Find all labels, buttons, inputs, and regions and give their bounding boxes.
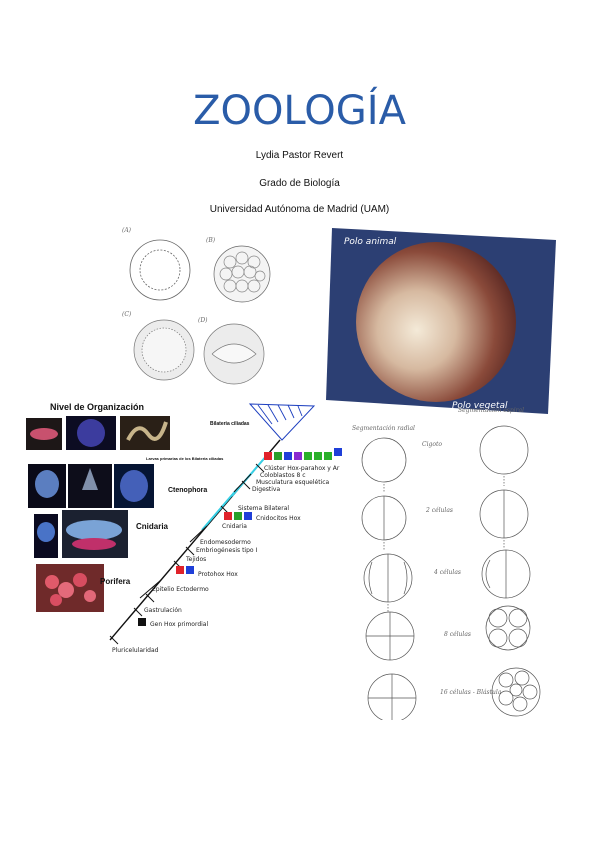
character-label: Gastrulación xyxy=(144,607,182,614)
document-title: ZOOLOGÍA xyxy=(193,88,406,134)
phylogeny-character-labels: Clúster Hox-parahox y Ar Coloblastos 8 c… xyxy=(112,465,340,654)
character-label: Digestiva xyxy=(252,486,280,493)
character-label: Epitelio Ectodermo xyxy=(152,586,209,593)
degree-name: Grado de Biología xyxy=(259,178,340,189)
organism-photo-row-2 xyxy=(28,464,154,508)
blastula-b-drawing xyxy=(213,245,271,303)
hox-primordial-box xyxy=(138,618,146,626)
character-label: Endomesodermo xyxy=(200,539,251,546)
panel-c-label: (C) xyxy=(122,311,132,318)
university-name: Universidad Autónoma de Madrid (UAM) xyxy=(209,204,390,215)
hox-cluster-boxes-lower xyxy=(176,566,194,574)
organism-photo-row-4 xyxy=(36,564,104,612)
blastula-sketch: (A) (B) (C) (D) xyxy=(122,227,271,385)
blastula-d-drawing xyxy=(203,323,265,385)
group-label-porifera: Porifera xyxy=(100,577,131,586)
embryo-photo: Polo animal Polo vegetal xyxy=(326,228,556,414)
hox-cluster-boxes-middle xyxy=(224,512,252,520)
hox-cluster-boxes-top xyxy=(264,448,342,460)
panel-d-label: (D) xyxy=(198,317,208,324)
character-label: Protohox Hox xyxy=(198,571,238,578)
embryo-sphere xyxy=(356,242,516,402)
stage-label: 4 células xyxy=(433,569,461,576)
larvae-note: Larvas primarias de los Bilateria ciliad… xyxy=(146,456,224,461)
character-label: Coloblastos 8 c xyxy=(260,472,306,479)
character-label: Cnidaria xyxy=(222,523,247,530)
character-label: Embriogénesis tipo I xyxy=(196,547,257,554)
embryo-bottom-label: Polo vegetal xyxy=(452,401,508,411)
phylogeny-heading: Nivel de Organización xyxy=(50,402,144,412)
group-label-cnidaria: Cnidaria xyxy=(136,522,169,531)
character-label: Sistema Bilateral xyxy=(238,505,289,512)
cleavage-sketch: Segmentación radial Segmentación espiral… xyxy=(352,407,541,720)
phylogeny-branches xyxy=(139,473,252,599)
group-label-bilateria: Bilateria ciliadas xyxy=(210,421,250,427)
stage-label: 2 células xyxy=(425,507,453,514)
cleavage-left-header: Segmentación radial xyxy=(352,425,415,432)
stage-label: 8 células xyxy=(444,631,471,638)
phylogeny-cyan-segment-2 xyxy=(201,487,239,531)
character-label: Gen Hox primordial xyxy=(150,621,208,628)
character-label: Tejidos xyxy=(185,556,206,563)
stage-label: Cigoto xyxy=(422,441,442,448)
panel-b-label: (B) xyxy=(206,237,216,244)
character-label: Pluricelularidad xyxy=(112,647,159,654)
author-name: Lydia Pastor Revert xyxy=(255,150,344,161)
phylogeny-hatched-wedge xyxy=(248,403,316,441)
embryo-top-label: Polo animal xyxy=(344,237,397,247)
organism-photo-row-3 xyxy=(34,510,128,558)
character-label: Cnidocitos Hox xyxy=(256,515,301,522)
phylogeny-diagram: Nivel de Organización Bilateria ciliadas… xyxy=(26,402,342,654)
organism-photo-row-1 xyxy=(26,416,170,450)
group-label-ctenophora: Ctenophora xyxy=(168,487,207,494)
blastula-a-drawing xyxy=(129,239,191,301)
panel-a-label: (A) xyxy=(122,227,132,234)
character-label: Clúster Hox-parahox y Ar xyxy=(264,465,340,472)
blastula-c-drawing xyxy=(133,319,195,381)
cleavage-right-header: Segmentación espiral xyxy=(458,407,524,414)
radial-cleavage-column xyxy=(361,437,417,720)
spiral-cleavage-column xyxy=(479,425,541,717)
character-label: Musculatura esquelética xyxy=(256,479,330,486)
stage-label: 16 células - Blástula xyxy=(440,689,502,696)
